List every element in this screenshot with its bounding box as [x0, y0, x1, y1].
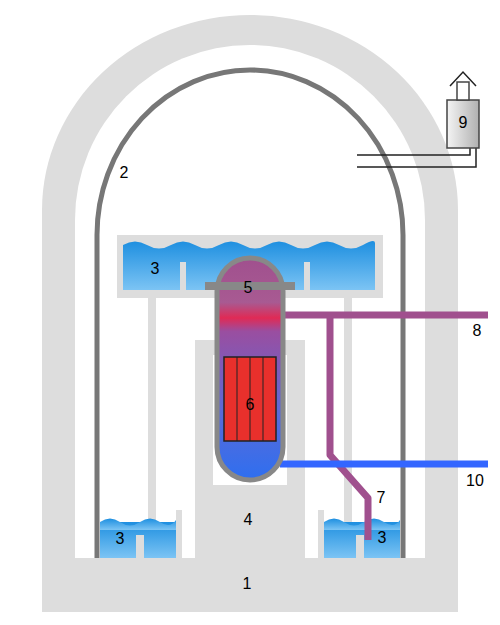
callout-number: 8 — [473, 323, 482, 339]
callout-number: 3 — [378, 530, 387, 546]
callout-number: 4 — [244, 512, 253, 528]
callout-number: 3 — [151, 261, 160, 277]
callout-number: 5 — [244, 280, 253, 296]
callout-number: 7 — [377, 490, 386, 506]
callout-number: 9 — [459, 115, 468, 131]
callout-number: 10 — [466, 473, 484, 489]
callout-number: 1 — [243, 576, 252, 592]
callout-number: 2 — [120, 165, 129, 181]
callout-number: 3 — [116, 531, 125, 547]
callout-number: 6 — [246, 397, 255, 413]
